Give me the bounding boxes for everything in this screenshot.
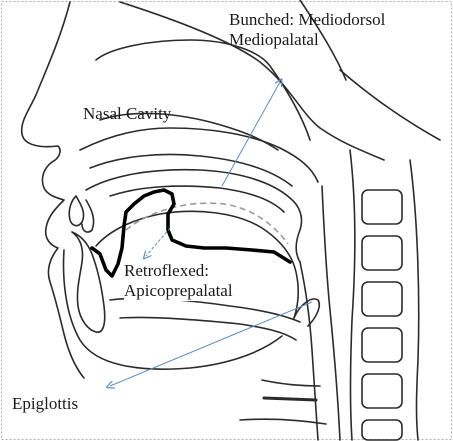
- label-epiglottis-text: Epiglottis: [12, 394, 78, 414]
- lower-incisor: [72, 232, 105, 332]
- palate-inner: [110, 186, 284, 212]
- nasal-cavity-outline: [96, 40, 310, 140]
- vertebra-5: [362, 374, 402, 408]
- neck-back: [340, 70, 440, 140]
- vertebra-4: [362, 328, 402, 362]
- label-nasal-cavity: Nasal Cavity: [83, 104, 171, 124]
- arrow-retroflexed: [146, 228, 170, 256]
- larynx-outline: [262, 380, 320, 386]
- larynx-lower: [240, 419, 326, 424]
- vertebra-6: [362, 420, 402, 440]
- vertebra-3: [362, 282, 402, 316]
- upper-teeth: [69, 196, 83, 226]
- vertebra-2: [362, 236, 402, 270]
- spine-back: [410, 160, 419, 440]
- label-retroflexed-line2: Apicoprepalatal: [124, 281, 233, 301]
- vocal-fold: [264, 398, 316, 400]
- nasal-floor: [80, 128, 318, 182]
- vertebra-1: [362, 190, 402, 224]
- pharynx-front: [300, 262, 318, 440]
- label-bunched-line2: Mediopalatal: [229, 30, 385, 50]
- tongue-bunched-dashed: [126, 203, 288, 244]
- label-retroflexed: Retroflexed: Apicoprepalatal: [124, 261, 233, 301]
- spine-front: [350, 150, 355, 440]
- label-epiglottis: Epiglottis: [12, 394, 78, 414]
- label-bunched: Bunched: Mediodorsol Mediopalatal: [229, 10, 385, 50]
- arrow-epiglottis: [110, 302, 312, 386]
- arrow-bunched: [222, 82, 280, 186]
- face-profile-outline: [22, 2, 84, 378]
- label-bunched-line1: Bunched: Mediodorsol: [229, 10, 385, 30]
- label-retroflexed-line1: Retroflexed:: [124, 261, 233, 281]
- mouth-floor-inner: [120, 317, 296, 340]
- label-nasal-cavity-text: Nasal Cavity: [83, 104, 171, 124]
- pharynx-back: [322, 186, 340, 440]
